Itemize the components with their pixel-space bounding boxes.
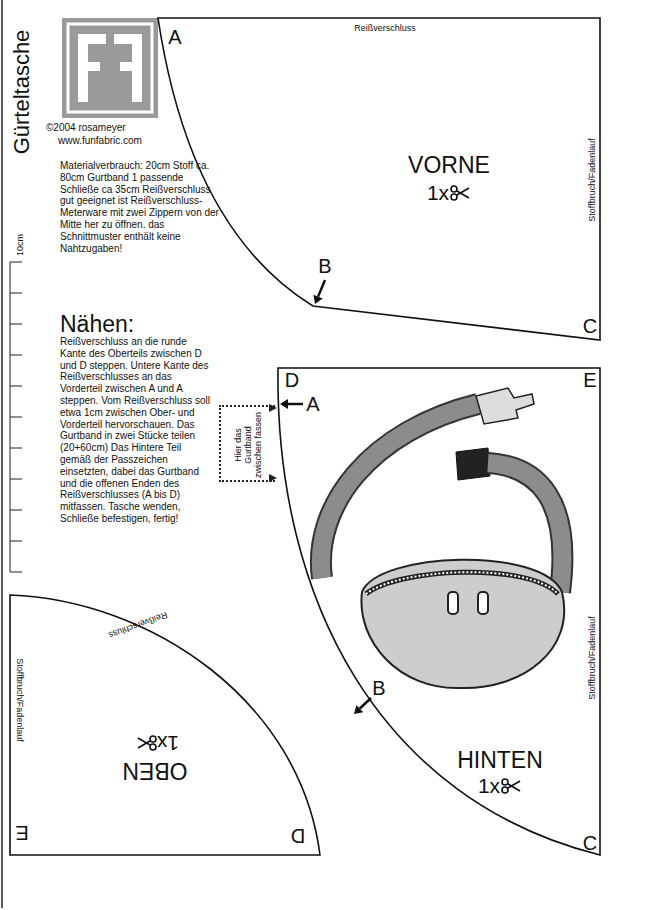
website: www.funfabric.com <box>58 135 142 147</box>
notch-letter: A <box>168 26 181 49</box>
cut-count: 1x <box>427 181 449 205</box>
piece-outline <box>158 18 600 340</box>
piece-outline <box>10 595 320 855</box>
notch-letter: C <box>583 832 597 855</box>
scissors-symbol <box>138 736 156 750</box>
piece-name: OBEN <box>122 758 187 784</box>
strap-note: Hier das Gurtband zwischen fassen <box>233 411 263 479</box>
copyright: ©2004 rosameyer <box>46 122 126 134</box>
grain-label: Stoffbruch/Fadenlauf <box>587 616 597 699</box>
notch-letter: B <box>318 255 331 278</box>
piece-name: HINTEN <box>457 747 543 773</box>
piece-outline <box>275 368 600 855</box>
grain-label: Stoffbruch/Fadenlauf <box>587 138 597 221</box>
seam-label: Reißverschluss <box>354 23 416 33</box>
notch-letter: D <box>291 824 305 847</box>
scale-label: 10cm <box>15 234 25 256</box>
notch-letter: E <box>15 821 28 844</box>
notch-letter: B <box>372 677 385 700</box>
notch-letter: E <box>583 369 596 392</box>
sheet-title: Gürteltasche <box>9 30 34 155</box>
gurtband-markers <box>269 404 277 482</box>
material-list: Materialverbrauch: 20cm Stoff ca. 80cm G… <box>60 160 222 254</box>
cut-count: 1x <box>157 731 179 755</box>
ruler <box>10 262 22 572</box>
scissors-symbol <box>451 186 469 200</box>
scissors-symbol <box>502 779 520 793</box>
notch-arrow <box>280 399 303 409</box>
sewing-instructions: Reißverschluss an die runde Kante des Ob… <box>60 336 214 525</box>
strap-note-box: Hier das Gurtband zwischen fassen <box>219 405 275 482</box>
piece-name: VORNE <box>408 152 490 178</box>
cut-count: 1x <box>478 774 500 798</box>
grain-label: Stoffbruch/Fadenlauf <box>15 658 25 741</box>
pattern-piece-front: ReißverschlussStoffbruch/Fadenlauf VORNE 1… <box>158 18 600 340</box>
section-heading: Nähen: <box>60 311 134 337</box>
page-border <box>1 0 3 908</box>
notch-arrow <box>313 280 325 304</box>
bag-illustration <box>321 388 564 688</box>
pattern-piece-back: DAEStoffbruch/FadenlaufBHINTEN1xC <box>275 368 600 855</box>
notch-arrow <box>354 698 371 714</box>
pattern-piece-top: ReißverschlussStoffbruch/FadenlaufOBEN1x… <box>10 595 320 855</box>
notch-letter: A <box>306 393 319 416</box>
logo <box>62 18 158 118</box>
notch-letter: D <box>285 369 299 392</box>
notch-letter: C <box>583 315 597 338</box>
